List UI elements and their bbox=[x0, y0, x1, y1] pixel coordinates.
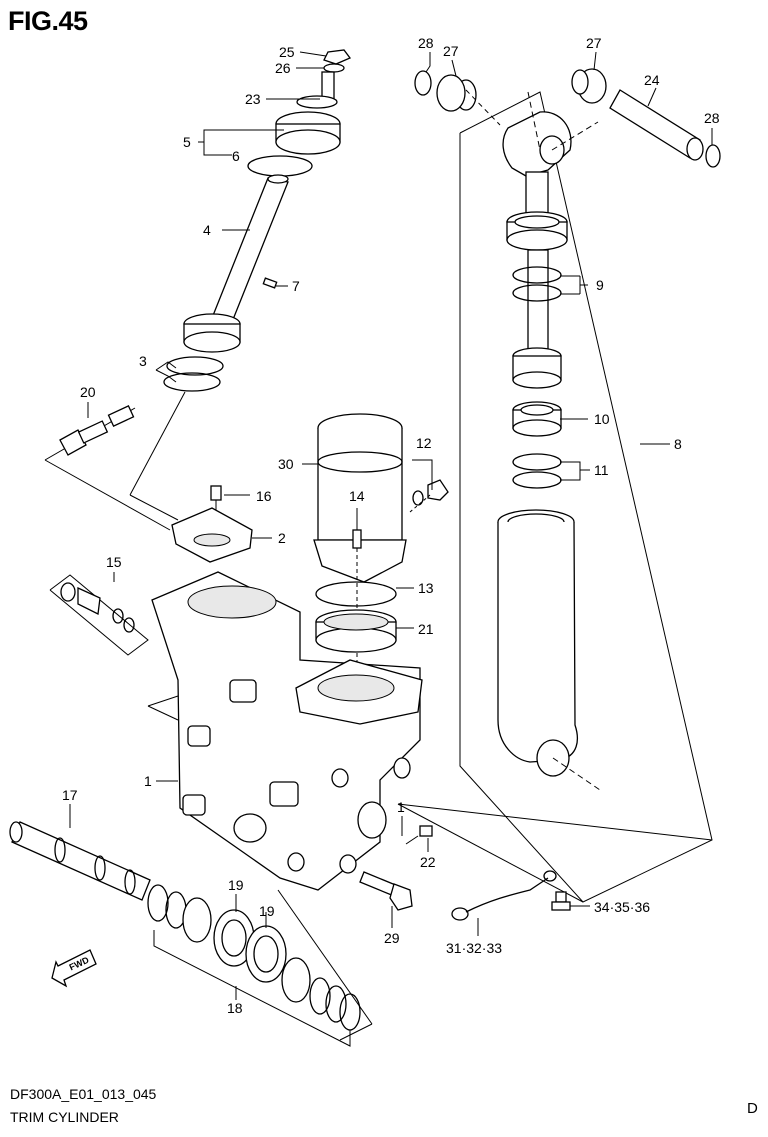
bolt-29 bbox=[359, 871, 413, 911]
union-23 bbox=[296, 71, 338, 109]
cylinder-body bbox=[497, 509, 601, 791]
cylinder-assembly-outline bbox=[397, 91, 713, 903]
callout-labels: 25 26 23 5 6 4 7 3 20 16 2 15 30 14 12 1… bbox=[62, 35, 720, 1016]
callout-19-left: 19 bbox=[228, 877, 244, 893]
callout-28-right: 28 bbox=[704, 110, 720, 126]
callout-12: 12 bbox=[416, 435, 432, 451]
seal-kit-18 bbox=[147, 884, 373, 1047]
plate-2 bbox=[171, 507, 253, 563]
figure-title: FIG.45 bbox=[8, 6, 88, 36]
callout-16: 16 bbox=[256, 488, 272, 504]
valve-20 bbox=[44, 405, 171, 531]
callout-5: 5 bbox=[183, 134, 191, 150]
tube-base bbox=[183, 313, 241, 353]
figure-name: TRIM CYLINDER bbox=[10, 1109, 119, 1125]
callout-8: 8 bbox=[674, 436, 682, 452]
cap-5 bbox=[275, 111, 341, 155]
oring-13 bbox=[315, 581, 397, 607]
pin-27-right bbox=[571, 68, 607, 104]
oring-6 bbox=[247, 155, 313, 177]
callout-6: 6 bbox=[232, 148, 240, 164]
leader-lines bbox=[69, 51, 713, 1000]
plug-12 bbox=[409, 479, 449, 513]
orings-3 bbox=[163, 356, 224, 392]
bolt-25 bbox=[323, 49, 352, 65]
shaft-17 bbox=[9, 821, 151, 901]
valve-15 bbox=[49, 574, 149, 656]
callout-10: 10 bbox=[594, 411, 610, 427]
figure-revision: D bbox=[747, 1100, 758, 1117]
callout-9: 9 bbox=[596, 277, 604, 293]
trim-body-1 bbox=[147, 571, 423, 891]
ground-wire-31 bbox=[451, 870, 557, 921]
figure-code: DF300A_E01_013_045 bbox=[10, 1086, 157, 1102]
callout-2: 2 bbox=[278, 530, 286, 546]
screw-22 bbox=[405, 825, 433, 845]
washer-26 bbox=[323, 63, 345, 73]
reservoir-30 bbox=[313, 413, 407, 715]
callout-34-35-36: 34·35·36 bbox=[594, 899, 650, 915]
screw-34 bbox=[551, 891, 571, 911]
callout-27-right: 27 bbox=[586, 35, 602, 51]
callout-18: 18 bbox=[227, 1000, 243, 1016]
callout-1: 1 bbox=[144, 773, 152, 789]
seal-10 bbox=[512, 401, 562, 437]
ring-21 bbox=[315, 609, 397, 653]
callout-19-right: 19 bbox=[259, 903, 275, 919]
callout-27-left: 27 bbox=[443, 43, 459, 59]
callout-13: 13 bbox=[418, 580, 434, 596]
callout-7: 7 bbox=[292, 278, 300, 294]
orings-11 bbox=[512, 453, 562, 489]
tube-4 bbox=[211, 174, 289, 323]
pin-7 bbox=[262, 277, 278, 289]
callout-1-right: 1 bbox=[397, 799, 405, 815]
callout-22: 22 bbox=[420, 854, 436, 870]
pin-27-left bbox=[436, 74, 501, 126]
callout-4: 4 bbox=[203, 222, 211, 238]
callout-14: 14 bbox=[349, 488, 365, 504]
callout-11: 11 bbox=[594, 462, 609, 478]
callout-26: 26 bbox=[275, 60, 291, 76]
callout-21: 21 bbox=[418, 621, 434, 637]
callout-30: 30 bbox=[278, 456, 294, 472]
orings-9 bbox=[512, 266, 562, 302]
callout-28-left: 28 bbox=[418, 35, 434, 51]
piston-upper bbox=[506, 211, 568, 251]
cylinder-rod-eye bbox=[502, 91, 599, 223]
callout-25: 25 bbox=[279, 44, 295, 60]
callout-31-32-33: 31·32·33 bbox=[446, 940, 502, 956]
fwd-arrow-icon: FWD bbox=[51, 949, 97, 988]
piston-lower bbox=[512, 347, 562, 389]
callout-24: 24 bbox=[644, 72, 660, 88]
pin-24 bbox=[609, 89, 704, 161]
callout-3: 3 bbox=[139, 353, 147, 369]
callout-23: 23 bbox=[245, 91, 261, 107]
callout-17: 17 bbox=[62, 787, 78, 803]
callout-15: 15 bbox=[106, 554, 122, 570]
circlip-28-right bbox=[705, 144, 721, 168]
callout-29: 29 bbox=[384, 930, 400, 946]
circlip-28-left bbox=[414, 70, 432, 96]
callout-20: 20 bbox=[80, 384, 96, 400]
